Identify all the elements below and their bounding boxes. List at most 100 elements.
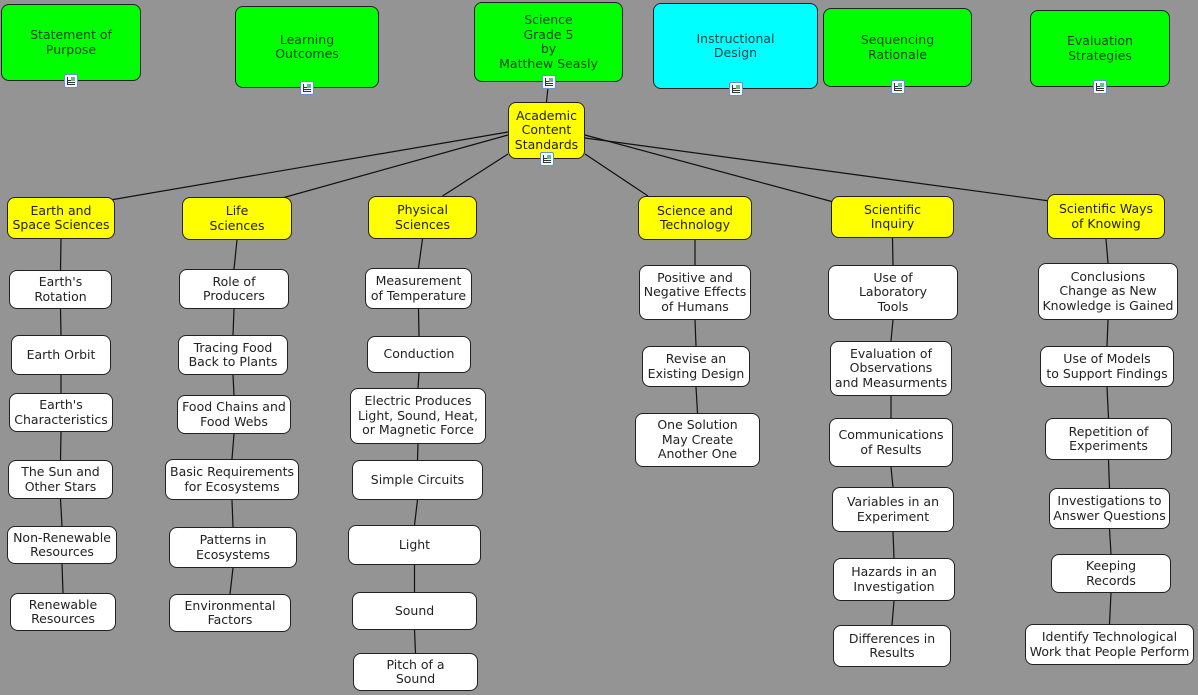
document-icon[interactable] — [890, 80, 905, 94]
node-topic[interactable]: Hazards in an Investigation — [833, 558, 955, 601]
node-branch[interactable]: Scientific Inquiry — [831, 196, 954, 238]
node-topic[interactable]: Conduction — [367, 336, 471, 373]
link-hub-branch — [584, 153, 649, 197]
node-topic-label: Role of Producers — [203, 273, 265, 303]
node-topic[interactable]: Tracing Food Back to Plants — [178, 335, 288, 375]
node-title-label: Science Grade 5 by Matthew Seasly — [499, 12, 598, 71]
node-branch-label: Science and Technology — [657, 202, 733, 232]
link-branch-child — [413, 629, 417, 654]
node-topic-label: Patterns in Ecosystems — [195, 532, 271, 562]
node-topic[interactable]: The Sun and Other Stars — [8, 460, 113, 499]
node-topic[interactable]: Pitch of a Sound — [353, 653, 478, 691]
node-topic[interactable]: Investigations to Answer Questions — [1049, 488, 1170, 529]
node-topic-label: Light — [398, 536, 431, 552]
node-topic-label: Communications of Results — [838, 427, 944, 457]
node-topic[interactable]: Earth's Characteristics — [9, 393, 113, 432]
node-topic[interactable]: Non-Renewable Resources — [7, 526, 117, 564]
node-topic[interactable]: Keeping Records — [1051, 554, 1171, 593]
node-branch-label: Physical Sciences — [395, 202, 450, 232]
link-branch-child — [890, 319, 894, 342]
link-branch-child — [232, 308, 235, 336]
node-topic-label: Electric Produces Light, Sound, Heat, or… — [357, 393, 479, 438]
node-topic-label: Simple Circuits — [370, 471, 465, 487]
node-statement-of-purpose[interactable]: Statement of Purpose — [1, 4, 141, 81]
node-topic[interactable]: Revise an Existing Design — [642, 346, 750, 387]
link-branch-child — [59, 238, 62, 271]
node-topic-label: Evaluation of Observations and Measurmen… — [834, 345, 948, 390]
document-icon[interactable] — [539, 152, 554, 166]
link-branch-child — [1106, 386, 1110, 419]
node-topic[interactable]: One Solution May Create Another One — [635, 413, 760, 467]
node-topic[interactable]: Earth's Rotation — [9, 270, 112, 309]
node-topic[interactable]: Earth Orbit — [11, 335, 111, 375]
document-icon[interactable] — [1093, 80, 1107, 94]
node-topic[interactable]: Simple Circuits — [352, 460, 483, 500]
node-topic[interactable]: Variables in an Experiment — [832, 487, 954, 532]
link-branch-child — [1108, 528, 1112, 555]
node-topic[interactable]: Renewable Resources — [10, 593, 116, 631]
link-branch-child — [891, 600, 895, 626]
node-title[interactable]: Science Grade 5 by Matthew Seasly — [474, 2, 623, 82]
node-topic[interactable]: Identify Technological Work that People … — [1025, 624, 1194, 665]
node-topic-label: Use of Models to Support Findings — [1046, 351, 1168, 381]
node-topic[interactable]: Evaluation of Observations and Measurmen… — [830, 341, 952, 396]
node-topic[interactable]: Basic Requirements for Ecosystems — [165, 459, 299, 500]
document-icon[interactable] — [64, 74, 78, 88]
node-branch-label: Earth and Space Sciences — [12, 202, 110, 232]
node-topic[interactable]: Sound — [352, 592, 477, 630]
node-topic[interactable]: Food Chains and Food Webs — [177, 395, 291, 434]
node-topic[interactable]: Conclusions Change as New Knowledge is G… — [1038, 263, 1178, 320]
node-topic[interactable]: Environmental Factors — [169, 594, 291, 632]
node-topic[interactable]: Role of Producers — [179, 269, 289, 309]
node-topic[interactable]: Patterns in Ecosystems — [169, 527, 297, 568]
link-branch-child — [1106, 319, 1109, 347]
node-topic-label: Earth's Rotation — [34, 274, 87, 304]
node-topic-label: Measurement of Temperature — [370, 273, 467, 303]
node-branch[interactable]: Earth and Space Sciences — [7, 197, 115, 239]
document-icon[interactable] — [300, 81, 314, 95]
node-sequencing-rationale[interactable]: Sequencing Rationale — [823, 8, 972, 87]
node-topic[interactable]: Electric Produces Light, Sound, Heat, or… — [350, 388, 486, 444]
node-topic-label: One Solution May Create Another One — [657, 417, 738, 462]
node-branch[interactable]: Physical Sciences — [368, 196, 477, 239]
node-topic[interactable]: Use of Models to Support Findings — [1040, 346, 1174, 387]
node-topic-label: Sound — [394, 602, 435, 618]
link-hub-branch — [80, 131, 509, 206]
document-icon[interactable] — [728, 82, 743, 96]
node-branch-label: Life Sciences — [209, 203, 265, 233]
node-topic[interactable]: Use of Laboratory Tools — [828, 265, 958, 320]
node-topic[interactable]: Repetition of Experiments — [1045, 418, 1172, 460]
link-branch-child — [59, 498, 63, 527]
node-topic-label: Environmental Factors — [184, 597, 276, 627]
node-topic-label: Tracing Food Back to Plants — [188, 339, 278, 369]
node-branch[interactable]: Science and Technology — [638, 196, 752, 240]
node-learning-outcomes[interactable]: Learning Outcomes — [235, 6, 379, 88]
document-icon[interactable] — [541, 75, 556, 89]
node-topic-label: Pitch of a Sound — [386, 656, 445, 686]
link-branch-child — [891, 237, 894, 266]
node-instructional-design[interactable]: Instructional Design — [653, 3, 818, 89]
node-topic-label: Conduction — [383, 346, 455, 362]
node-topic[interactable]: Positive and Negative Effects of Humans — [639, 265, 751, 320]
node-branch[interactable]: Life Sciences — [182, 197, 292, 240]
node-academic-content-standards[interactable]: Academic Content Standards — [508, 102, 585, 159]
node-topic-label: Basic Requirements for Ecosystems — [170, 464, 294, 494]
node-topic-label: Keeping Records — [1085, 558, 1137, 588]
node-branch[interactable]: Scientific Ways of Knowing — [1047, 194, 1165, 239]
node-branch-label: Scientific Inquiry — [863, 201, 921, 231]
link-hub-branch — [442, 153, 509, 197]
node-learning-outcomes-label: Learning Outcomes — [275, 31, 339, 61]
link-branch-child — [413, 499, 419, 526]
node-topic[interactable]: Measurement of Temperature — [365, 268, 472, 309]
link-branch-child — [1105, 238, 1109, 264]
node-topic-label: Non-Renewable Resources — [13, 529, 111, 559]
node-topic[interactable]: Differences in Results — [833, 625, 951, 667]
node-evaluation-strategies[interactable]: Evaluation Strategies — [1030, 10, 1170, 87]
node-sequencing-rationale-label: Sequencing Rationale — [860, 32, 935, 62]
link-branch-child — [61, 563, 64, 594]
node-topic-label: Variables in an Experiment — [846, 494, 940, 524]
node-topic-label: Positive and Negative Effects of Humans — [643, 269, 747, 314]
node-topic[interactable]: Light — [348, 525, 481, 565]
node-topic[interactable]: Communications of Results — [829, 418, 953, 467]
